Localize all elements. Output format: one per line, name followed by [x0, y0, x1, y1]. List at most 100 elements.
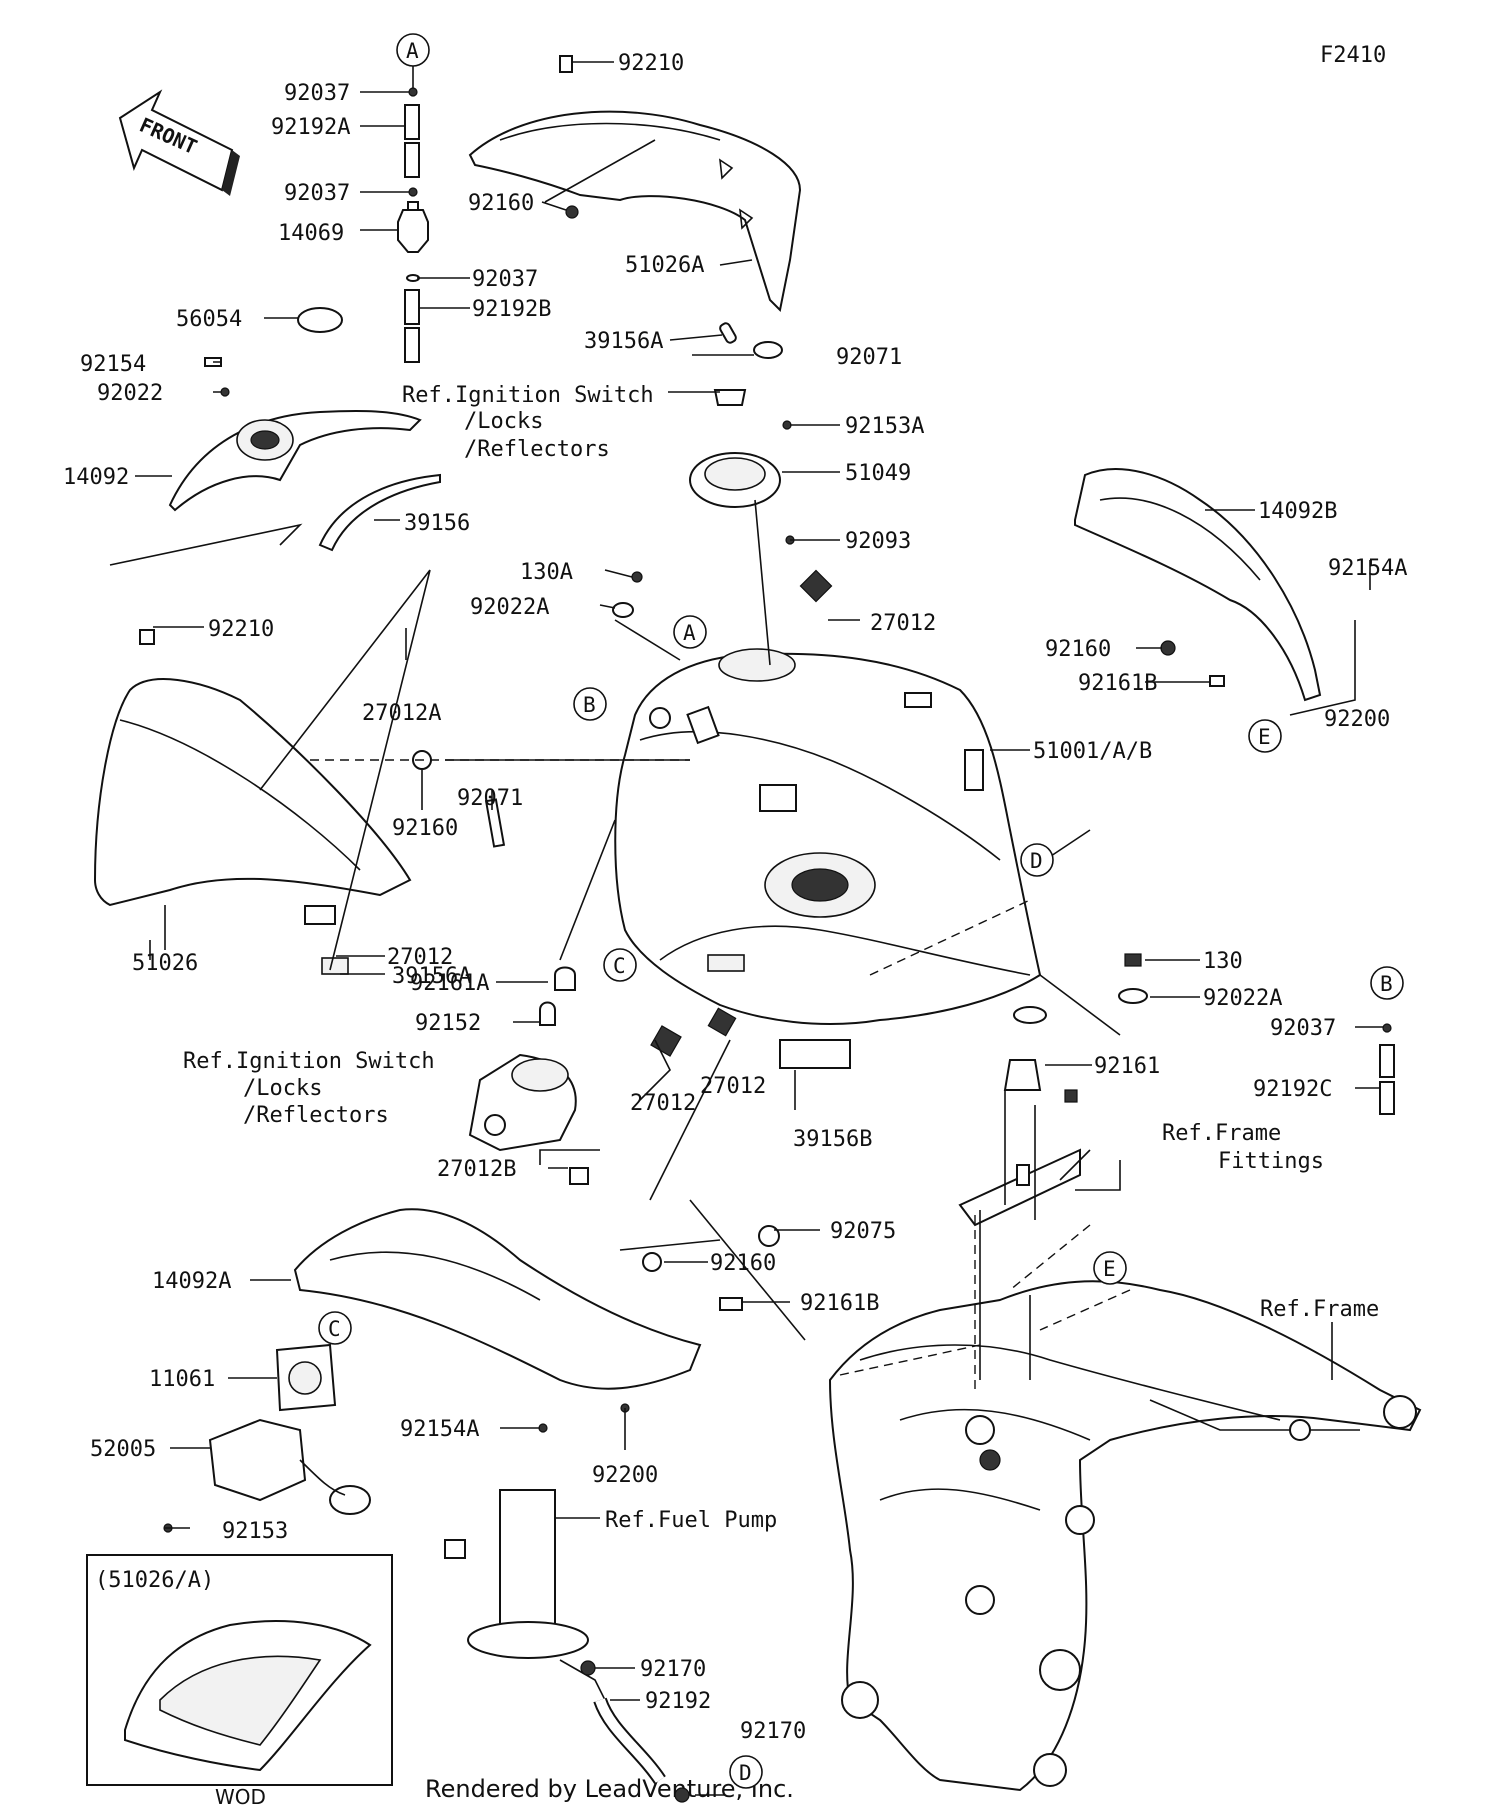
- label-39156: 39156: [404, 511, 470, 536]
- callout-b-tank: B: [573, 687, 607, 721]
- label-39156A-top: 39156A: [584, 329, 663, 354]
- label-14092B: 14092B: [1258, 499, 1337, 524]
- callout-e-frame: E: [1093, 1251, 1127, 1285]
- fuel-tank-51001: [614, 569, 1047, 1025]
- label-51026: 51026: [132, 951, 198, 976]
- label-92161: 92161: [1094, 1054, 1160, 1079]
- fuel-vent-line-assembly: [397, 87, 429, 363]
- tank-cover-51026A: [468, 55, 802, 359]
- inset-label: (51026/A): [95, 1568, 214, 1593]
- hidden-lines: [310, 759, 1131, 1390]
- label-92192: 92192: [645, 1689, 711, 1714]
- label-92160-right: 92160: [1045, 637, 1111, 662]
- label-92075: 92075: [830, 1219, 896, 1244]
- figure-code: F2410: [1320, 43, 1386, 68]
- callout-e-right: E: [1248, 719, 1282, 753]
- label-27012-left: 27012: [387, 945, 453, 970]
- label-92037-2: 92037: [284, 181, 350, 206]
- ref-ignition-top-2: /Locks: [464, 409, 543, 434]
- svg-text:A: A: [406, 39, 419, 63]
- label-92022A-right: 92022A: [1203, 986, 1282, 1011]
- callout-a-tank: A: [673, 615, 707, 649]
- label-27012-top: 27012: [870, 611, 936, 636]
- svg-text:D: D: [1030, 849, 1043, 873]
- part-number-labels: 92210 92037 92192A 92037 14069 92037 921…: [63, 51, 1407, 1744]
- label-51001-A-B: 51001/A/B: [1033, 739, 1152, 764]
- label-92037-1: 92037: [284, 81, 350, 106]
- ref-frame: Ref.Frame: [1260, 1297, 1379, 1322]
- label-92161A: 92161A: [410, 971, 489, 996]
- callout-c-pump: C: [318, 1311, 352, 1345]
- motorcycle-frame: [828, 1280, 1422, 1792]
- label-14069: 14069: [278, 221, 344, 246]
- label-92152: 92152: [415, 1011, 481, 1036]
- label-39156B: 39156B: [793, 1127, 872, 1152]
- cover-14092: [168, 307, 441, 552]
- svg-text:C: C: [613, 954, 626, 978]
- label-92192B: 92192B: [472, 297, 551, 322]
- ref-frame-fittings-2: Fittings: [1218, 1149, 1324, 1174]
- ignition-switch-body: [468, 1053, 577, 1152]
- callout-d-tank: D: [1020, 843, 1054, 877]
- label-92161B-right: 92161B: [1078, 671, 1157, 696]
- label-92161B-low: 92161B: [800, 1291, 879, 1316]
- label-92160-cover: 92160: [468, 191, 534, 216]
- label-92153A: 92153A: [845, 414, 924, 439]
- label-92200-right: 92200: [1324, 707, 1390, 732]
- side-cover-14092B: [1074, 468, 1322, 702]
- ref-frame-fittings-1: Ref.Frame: [1162, 1121, 1281, 1146]
- label-92200-low: 92200: [592, 1463, 658, 1488]
- label-92153: 92153: [222, 1519, 288, 1544]
- fuel-pump-plate: [163, 1343, 371, 1533]
- svg-text:E: E: [1258, 725, 1271, 749]
- ref-ignition-mid-3: /Reflectors: [243, 1103, 389, 1128]
- callout-d-hose: D: [729, 1755, 763, 1789]
- front-arrow: FRONT: [118, 89, 240, 196]
- fuel-pump: [444, 1489, 690, 1803]
- label-56054: 56054: [176, 307, 242, 332]
- label-14092: 14092: [63, 465, 129, 490]
- callout-a-top: A: [396, 33, 430, 67]
- label-92192A: 92192A: [271, 115, 350, 140]
- label-11061: 11061: [149, 1367, 215, 1392]
- label-92071-top: 92071: [836, 345, 902, 370]
- label-92154A-right: 92154A: [1328, 556, 1407, 581]
- label-92071-mid: 92071: [457, 786, 523, 811]
- callout-b-right: B: [1370, 966, 1404, 1000]
- label-52005: 52005: [90, 1437, 156, 1462]
- svg-text:C: C: [328, 1317, 341, 1341]
- svg-text:B: B: [583, 693, 596, 717]
- label-92154: 92154: [80, 352, 146, 377]
- label-27012A: 27012A: [362, 701, 441, 726]
- label-14092A: 14092A: [152, 1269, 231, 1294]
- label-92210-top: 92210: [618, 51, 684, 76]
- callout-c-tank: C: [603, 948, 637, 982]
- ref-ignition-top-3: /Reflectors: [464, 437, 610, 462]
- label-92192C: 92192C: [1253, 1077, 1332, 1102]
- label-92170-1: 92170: [640, 1657, 706, 1682]
- svg-text:A: A: [683, 621, 696, 645]
- svg-text:D: D: [739, 1761, 752, 1785]
- lower-cover-14092A: [293, 1167, 780, 1433]
- label-130: 130: [1203, 949, 1243, 974]
- label-130A: 130A: [520, 560, 573, 585]
- inset-caption: WOD: [215, 1785, 266, 1809]
- label-92170-2: 92170: [740, 1719, 806, 1744]
- ref-ignition-top-1: Ref.Ignition Switch: [402, 383, 654, 408]
- label-27012-b: 27012: [700, 1074, 766, 1099]
- label-92093: 92093: [845, 529, 911, 554]
- label-92160-low: 92160: [710, 1251, 776, 1276]
- assembly-lines: [109, 499, 1121, 1341]
- right-mount-hardware: [958, 953, 1395, 1227]
- ref-ignition-mid-1: Ref.Ignition Switch: [183, 1049, 435, 1074]
- label-39156A-mid: 39156A: [392, 964, 471, 989]
- reference-labels: Ref.Ignition Switch /Locks /Reflectors R…: [183, 383, 1379, 1533]
- label-51026A: 51026A: [625, 253, 704, 278]
- side-cover-51026: [93, 629, 412, 975]
- label-92210-left: 92210: [208, 617, 274, 642]
- label-92154A-low: 92154A: [400, 1417, 479, 1442]
- ref-ignition-mid-2: /Locks: [243, 1076, 322, 1101]
- filler-cap-51049: [689, 389, 795, 545]
